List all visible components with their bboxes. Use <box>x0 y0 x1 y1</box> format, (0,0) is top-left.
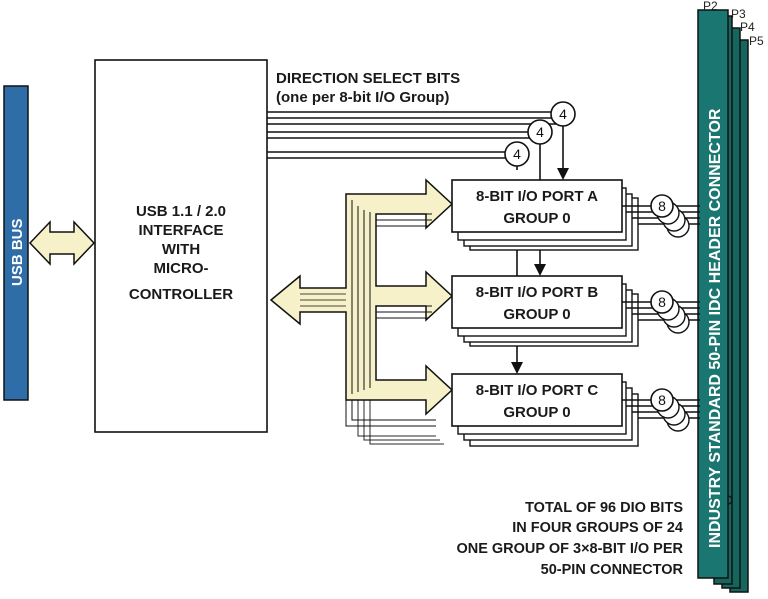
port-c: 8-BIT I/O PORT C GROUP 0 8 <box>451 373 700 447</box>
usb-bus: USB BUS <box>3 85 29 401</box>
note-line-2: IN FOUR GROUPS OF 24 <box>512 520 683 536</box>
port-c-box <box>451 373 623 427</box>
connector-p2-board <box>697 9 729 579</box>
controller-line-5: CONTROLLER <box>129 286 233 303</box>
controller-line-3: WITH <box>162 241 200 258</box>
direction-badge-2-text: 4 <box>536 124 544 140</box>
port-b-width-badge <box>650 290 674 314</box>
connector-notch <box>727 495 733 505</box>
note-line-1: TOTAL OF 96 DIO BITS <box>525 500 683 516</box>
usb-bus-bar <box>3 85 29 401</box>
direction-title: DIRECTION SELECT BITS <box>276 70 460 87</box>
port-c-line-2: GROUP 0 <box>503 404 570 421</box>
port-c-line-1: 8-BIT I/O PORT C <box>476 382 599 399</box>
controller-block: USB 1.1 / 2.0 INTERFACE WITH MICRO- CONT… <box>94 59 268 433</box>
usb-bidirectional-arrow <box>28 220 96 266</box>
usb-bus-label: USB BUS <box>9 218 26 286</box>
port-b-line-1: 8-BIT I/O PORT B <box>476 284 599 301</box>
direction-badge-1-text: 4 <box>559 106 567 122</box>
controller-line-2: INTERFACE <box>138 222 223 239</box>
direction-subtitle: (one per 8-bit I/O Group) <box>276 89 449 106</box>
connector-pin-p2: P2 <box>703 0 718 13</box>
port-a-line-1: 8-BIT I/O PORT A <box>476 188 598 205</box>
port-c-width-badge <box>650 388 674 412</box>
direction-badge-3-text: 4 <box>513 146 521 162</box>
connector-pin-p5: P5 <box>749 34 764 48</box>
controller-line-1: USB 1.1 / 2.0 <box>136 203 226 220</box>
controller-box <box>94 59 268 433</box>
port-a-line-2: GROUP 0 <box>503 210 570 227</box>
bus-trunk <box>269 178 454 416</box>
port-b-box <box>451 275 623 329</box>
internal-data-bus <box>269 178 454 445</box>
port-a-box <box>451 179 623 233</box>
summary-note: TOTAL OF 96 DIO BITS IN FOUR GROUPS OF 2… <box>456 500 683 578</box>
port-b-line-2: GROUP 0 <box>503 306 570 323</box>
port-c-width-badge-text: 8 <box>658 392 666 408</box>
port-b: 8-BIT I/O PORT B GROUP 0 8 <box>451 275 700 347</box>
connector-label: INDUSTRY STANDARD 50-PIN IDC HEADER CONN… <box>707 108 724 548</box>
direction-badge-3 <box>504 141 530 167</box>
port-a-width-badge-text: 8 <box>658 198 666 214</box>
port-a: 8-BIT I/O PORT A GROUP 0 8 <box>451 179 700 251</box>
connector-stack: INDUSTRY STANDARD 50-PIN IDC HEADER CONN… <box>697 0 764 593</box>
connector-pin-p3: P3 <box>731 7 746 21</box>
port-b-width-badge-text: 8 <box>658 294 666 310</box>
note-line-3: ONE GROUP OF 3×8-BIT I/O PER <box>456 541 683 557</box>
port-a-width-badge <box>650 194 674 218</box>
connector-pin-p4: P4 <box>740 20 755 34</box>
note-line-4: 50-PIN CONNECTOR <box>541 562 684 578</box>
direction-badge-1 <box>550 101 576 127</box>
controller-line-4: MICRO- <box>154 260 209 277</box>
direction-badge-2 <box>527 119 553 145</box>
